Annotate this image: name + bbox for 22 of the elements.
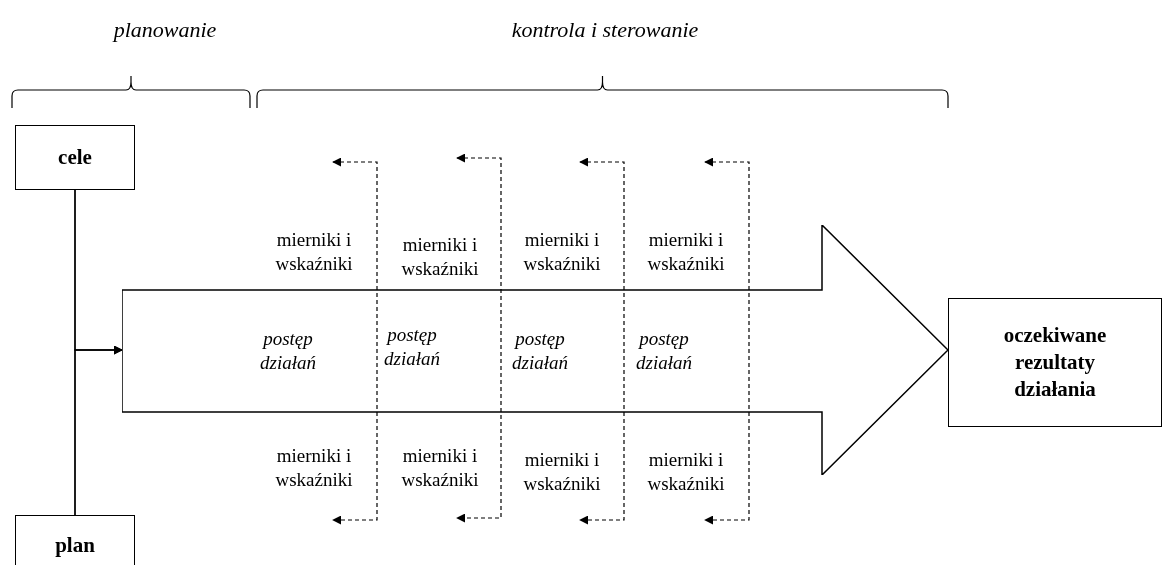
indicator-label: mierniki i wskaźniki bbox=[522, 448, 602, 496]
node-label: plan bbox=[55, 531, 95, 559]
progress-label: postęp działań bbox=[259, 327, 317, 375]
node-label: oczekiwane rezultaty działania bbox=[1002, 322, 1108, 403]
indicator-label: mierniki i wskaźniki bbox=[646, 448, 726, 496]
indicator-label: mierniki i wskaźniki bbox=[274, 444, 354, 492]
process-box bbox=[15, 515, 135, 565]
progress-label: postęp działań bbox=[383, 323, 441, 371]
section-heading: kontrola i sterowanie bbox=[510, 18, 700, 42]
node-label: cele bbox=[58, 144, 92, 171]
indicator-label: mierniki i wskaźniki bbox=[646, 228, 726, 276]
indicator-label: mierniki i wskaźniki bbox=[522, 228, 602, 276]
progress-label: postęp działań bbox=[511, 327, 569, 375]
indicator-label: mierniki i wskaźniki bbox=[274, 228, 354, 276]
process-box bbox=[15, 125, 135, 190]
section-heading: planowanie bbox=[111, 18, 218, 42]
arrow bbox=[74, 345, 123, 516]
result-box bbox=[948, 298, 1162, 427]
indicator-label: mierniki i wskaźniki bbox=[400, 233, 480, 281]
block-arrow-node bbox=[122, 225, 948, 475]
progress-label: postęp działań bbox=[635, 327, 693, 375]
indicator-label: mierniki i wskaźniki bbox=[400, 444, 480, 492]
